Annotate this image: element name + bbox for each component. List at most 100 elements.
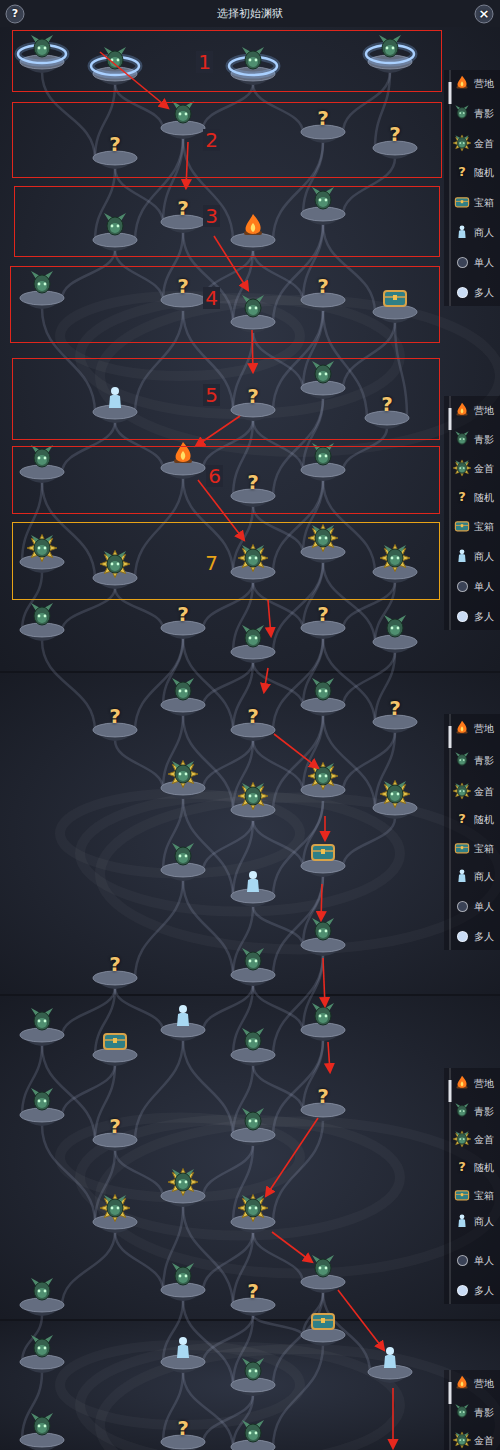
row-number: 6	[206, 465, 223, 487]
island-path	[253, 1232, 303, 1283]
monster-eye	[44, 47, 47, 50]
monster-eye	[249, 1370, 252, 1373]
node-icon	[31, 1088, 53, 1110]
monster-eye	[319, 537, 322, 540]
map-panel	[0, 0, 500, 672]
node-icon	[242, 295, 264, 317]
random-mark: ?	[109, 953, 121, 975]
legend-icon	[457, 1376, 468, 1389]
gold-crown	[168, 1169, 198, 1196]
island-path	[203, 582, 253, 629]
node-icon	[242, 1028, 264, 1050]
monster-face	[318, 371, 328, 381]
legend-text: 金首	[474, 1435, 494, 1446]
monster-eye	[44, 457, 47, 460]
monster-head	[457, 1106, 467, 1117]
route-arrow	[272, 1232, 312, 1262]
island-path	[323, 310, 367, 419]
legend-icon	[455, 198, 468, 207]
route-arrow	[186, 142, 188, 188]
scroll-thumb	[449, 82, 452, 104]
merchant-body	[458, 230, 465, 238]
monster-face	[318, 1265, 328, 1275]
node-icon	[308, 525, 338, 552]
node-icon	[31, 1335, 53, 1357]
monster-eye	[459, 1411, 461, 1413]
legend-text: 青影	[474, 755, 494, 766]
node-icon	[100, 551, 130, 578]
monster-head	[34, 39, 50, 57]
monster-head	[457, 786, 467, 797]
monster-face	[178, 1179, 188, 1189]
legend-icon	[453, 460, 471, 476]
node-icon	[380, 545, 410, 572]
island-path	[273, 876, 323, 976]
node-icon	[244, 214, 262, 235]
node-icon	[312, 918, 334, 940]
monster-eye	[38, 1290, 41, 1293]
monster-eye	[117, 59, 120, 62]
water-swirl	[80, 796, 400, 912]
monster-eye	[391, 557, 394, 560]
merchant-body	[177, 1013, 189, 1027]
portal-glow	[18, 45, 66, 63]
legend-text: 随机	[474, 492, 494, 503]
monster-face	[248, 1038, 258, 1048]
monster-head	[34, 539, 50, 557]
gold-crown	[238, 545, 268, 572]
legend-text: 营地	[474, 1378, 494, 1389]
water-swirl	[100, 300, 500, 452]
row-box: 6	[12, 446, 440, 514]
scroll-track	[450, 714, 451, 950]
scroll-thumb	[449, 408, 452, 430]
monster-face	[37, 455, 47, 465]
legend-panel	[444, 714, 500, 950]
node-icon	[172, 678, 194, 700]
island-path	[253, 662, 303, 706]
island-path	[183, 1300, 233, 1386]
monster-head	[387, 549, 403, 567]
island-path	[273, 562, 323, 653]
island-path	[42, 640, 95, 731]
row-number: 5	[203, 384, 220, 406]
random-mark: ?	[317, 275, 329, 297]
chest-lock	[393, 295, 397, 300]
node-icon	[312, 845, 334, 860]
monster-eye	[459, 1138, 461, 1140]
island-path	[253, 1065, 303, 1111]
monster-face	[37, 613, 47, 623]
legend-text: 商人	[474, 1216, 494, 1227]
monster-head	[382, 39, 398, 57]
legend-text: 宝箱	[474, 1190, 494, 1201]
island-path	[343, 582, 395, 629]
node-icon	[100, 1195, 130, 1222]
island-path	[253, 1315, 303, 1336]
monster-eye	[325, 537, 328, 540]
legend-icon	[458, 549, 465, 562]
monster-eye	[44, 1100, 47, 1103]
monster-eye	[38, 283, 41, 286]
node-icon	[104, 1034, 126, 1049]
monster-face	[459, 111, 465, 117]
portal-glow	[91, 57, 139, 75]
monster-face	[248, 305, 258, 315]
legend-icon	[455, 522, 468, 531]
monster-eye	[38, 547, 41, 550]
island-path	[203, 985, 253, 1031]
monster-eye	[179, 1181, 182, 1184]
row-number: 7	[203, 552, 220, 574]
gold-crown	[453, 783, 471, 799]
monster-head	[245, 1112, 261, 1130]
row-number: 3	[203, 205, 220, 227]
monster-eye	[459, 759, 461, 761]
legend-icon	[453, 783, 471, 799]
island-path	[343, 428, 387, 471]
island-path	[203, 662, 253, 706]
monster-eye	[386, 47, 389, 50]
monster-eye	[325, 1015, 328, 1018]
node-icon	[31, 603, 53, 625]
monster-eye	[325, 199, 328, 202]
legend-panel	[444, 70, 500, 306]
monster-head	[245, 1424, 261, 1442]
island-path	[62, 588, 115, 631]
